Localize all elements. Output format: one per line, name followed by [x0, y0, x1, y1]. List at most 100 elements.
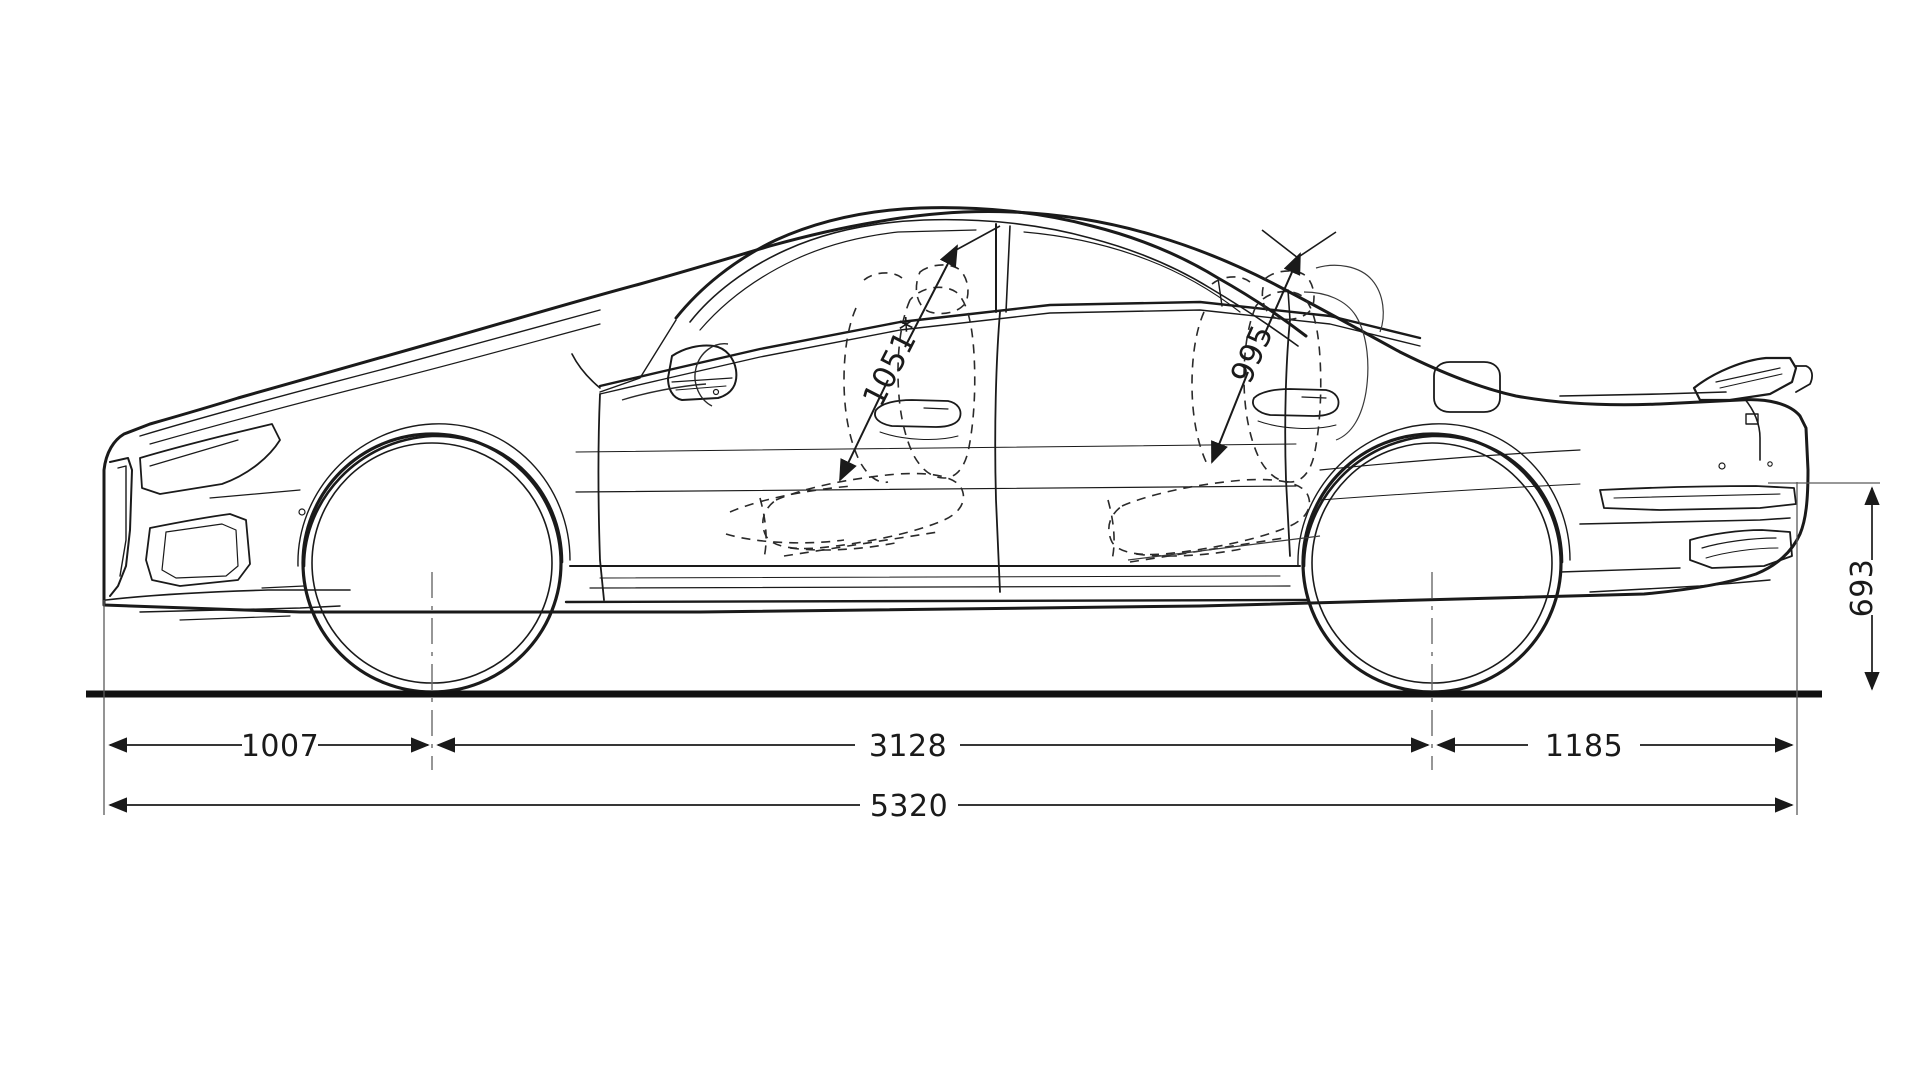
bumper-blade: [105, 589, 351, 601]
cockpit-group: [621, 343, 729, 407]
mirror-dot: [712, 388, 720, 396]
quarter-panel-crease-2: [1319, 483, 1581, 501]
dim-line-995-upper: [1261, 252, 1301, 341]
dim-front-overhang: 1007: [108, 729, 430, 764]
door-handle-front: [874, 399, 962, 428]
leader-995-a: [1261, 229, 1299, 259]
bumper-intake-inner: [161, 523, 239, 579]
front-seat-base: [789, 541, 901, 551]
door-handle-front-inner: [923, 407, 949, 410]
steering-wheel: [694, 343, 729, 407]
hood-line: [139, 309, 601, 437]
driver-seat-cushion: [729, 485, 853, 513]
wheels-group: [301, 432, 1563, 694]
grille-inner: [117, 465, 127, 577]
beltline-lower: [599, 309, 1421, 395]
rear-sensor-2: [1767, 461, 1773, 467]
door-handle-rear-inner: [1301, 396, 1327, 399]
grille-outline: [109, 457, 133, 597]
dashboard-line: [621, 383, 707, 401]
quarter-window-div: [1217, 277, 1223, 307]
dim-line-995-lower: [1211, 371, 1249, 464]
dim-label-5320: 5320: [870, 789, 948, 824]
rear-fender-arch-outer: [1297, 423, 1571, 567]
c-pillar-line: [1287, 289, 1291, 321]
decklid-spoiler: [1692, 356, 1798, 402]
rear-diffuser: [1689, 529, 1793, 569]
rear-cabin-floor: [1127, 535, 1321, 561]
rear-diffuser-inner: [1701, 537, 1777, 549]
headlight-inner: [149, 439, 239, 467]
leader-1051-a: [955, 225, 1001, 251]
trunk-edge: [1743, 397, 1761, 461]
door-handle-rear: [1252, 388, 1340, 417]
dim-overall-length: 5320: [108, 789, 1794, 824]
hood-edge: [149, 323, 601, 445]
dim-rear-deck-height: 693: [1845, 486, 1880, 691]
dim-label-3128: 3128: [869, 729, 947, 764]
rear-bumper-line: [1579, 517, 1791, 525]
dim-label-693: 693: [1845, 559, 1880, 618]
dim-label-1007: 1007: [241, 729, 319, 764]
beltline-upper: [598, 300, 1422, 388]
rear-seat-base: [1135, 547, 1247, 557]
fuel-filler-door: [1433, 361, 1501, 413]
body-silhouette: [102, 209, 1810, 614]
dim-rear-overhang: 1185: [1436, 729, 1794, 764]
front-seat-cushion: [762, 472, 965, 550]
driver-seat-backrest: [843, 307, 889, 484]
dim-label-1051: 1051*: [856, 312, 931, 412]
headlight-upper: [139, 423, 281, 495]
rocker-panel-bottom: [564, 598, 1310, 604]
dim-front-headroom: 1051*: [839, 244, 958, 482]
interior-seats-group: [725, 264, 1322, 563]
b-pillar-2: [1005, 225, 1011, 313]
front-fender-arch-outer: [297, 423, 571, 567]
front-lower-lip: [179, 615, 291, 621]
character-line-door2: [575, 443, 1297, 453]
rear-seat-backrest: [1243, 290, 1322, 483]
side-mirror: [667, 344, 738, 401]
bumper-splitter: [139, 605, 341, 613]
front-seat-track: [783, 531, 939, 557]
rear-seat-contour-2: [1315, 264, 1384, 333]
rear-seat-track: [1129, 537, 1285, 563]
rear-seat-contour: [1303, 291, 1369, 441]
rear-seat-headrest-2: [1211, 276, 1251, 285]
dim-line-1051-lower: [839, 379, 889, 482]
dim-wheelbase: 3128: [436, 729, 1430, 764]
rear-seat-backrest-2: [1191, 311, 1209, 467]
decklid-line: [1559, 391, 1727, 397]
front-seat-backrest: [897, 286, 976, 479]
spoiler-lip: [1795, 365, 1813, 393]
bumper-intake: [145, 513, 251, 587]
door-handle-shadow-r: [1257, 420, 1337, 429]
rear-cabin-detail: [1127, 264, 1384, 561]
driver-seat-headrest: [863, 272, 903, 281]
front-sensor: [298, 508, 306, 516]
character-line-door: [575, 485, 1297, 493]
rear-sensor-1: [1718, 462, 1726, 470]
rear-seat-side: [1107, 499, 1115, 561]
door-shut-mid: [994, 311, 1001, 593]
rear-tire-inner: [1311, 442, 1553, 684]
dim-line-1051-upper: [904, 244, 958, 348]
driver-seat-lower: [725, 533, 845, 544]
glass-inner-rear: [1023, 231, 1241, 313]
quarter-panel-crease: [1319, 449, 1581, 471]
front-tire-inner: [311, 442, 553, 684]
roof-inner-line: [689, 218, 1299, 347]
door-handle-shadow-f: [879, 431, 959, 440]
leader-995-b: [1299, 231, 1337, 257]
rear-lower-valence: [1559, 567, 1681, 573]
door-shut-front: [597, 393, 605, 601]
spoiler-inner-2: [1719, 373, 1783, 389]
rear-badge: [1745, 413, 1759, 425]
door-shut-rear: [1284, 319, 1291, 557]
glass-inner-front: [699, 229, 977, 331]
character-line-lower: [209, 489, 301, 499]
mirror-detail: [671, 377, 733, 383]
rear-bumper-lower: [1589, 579, 1771, 593]
